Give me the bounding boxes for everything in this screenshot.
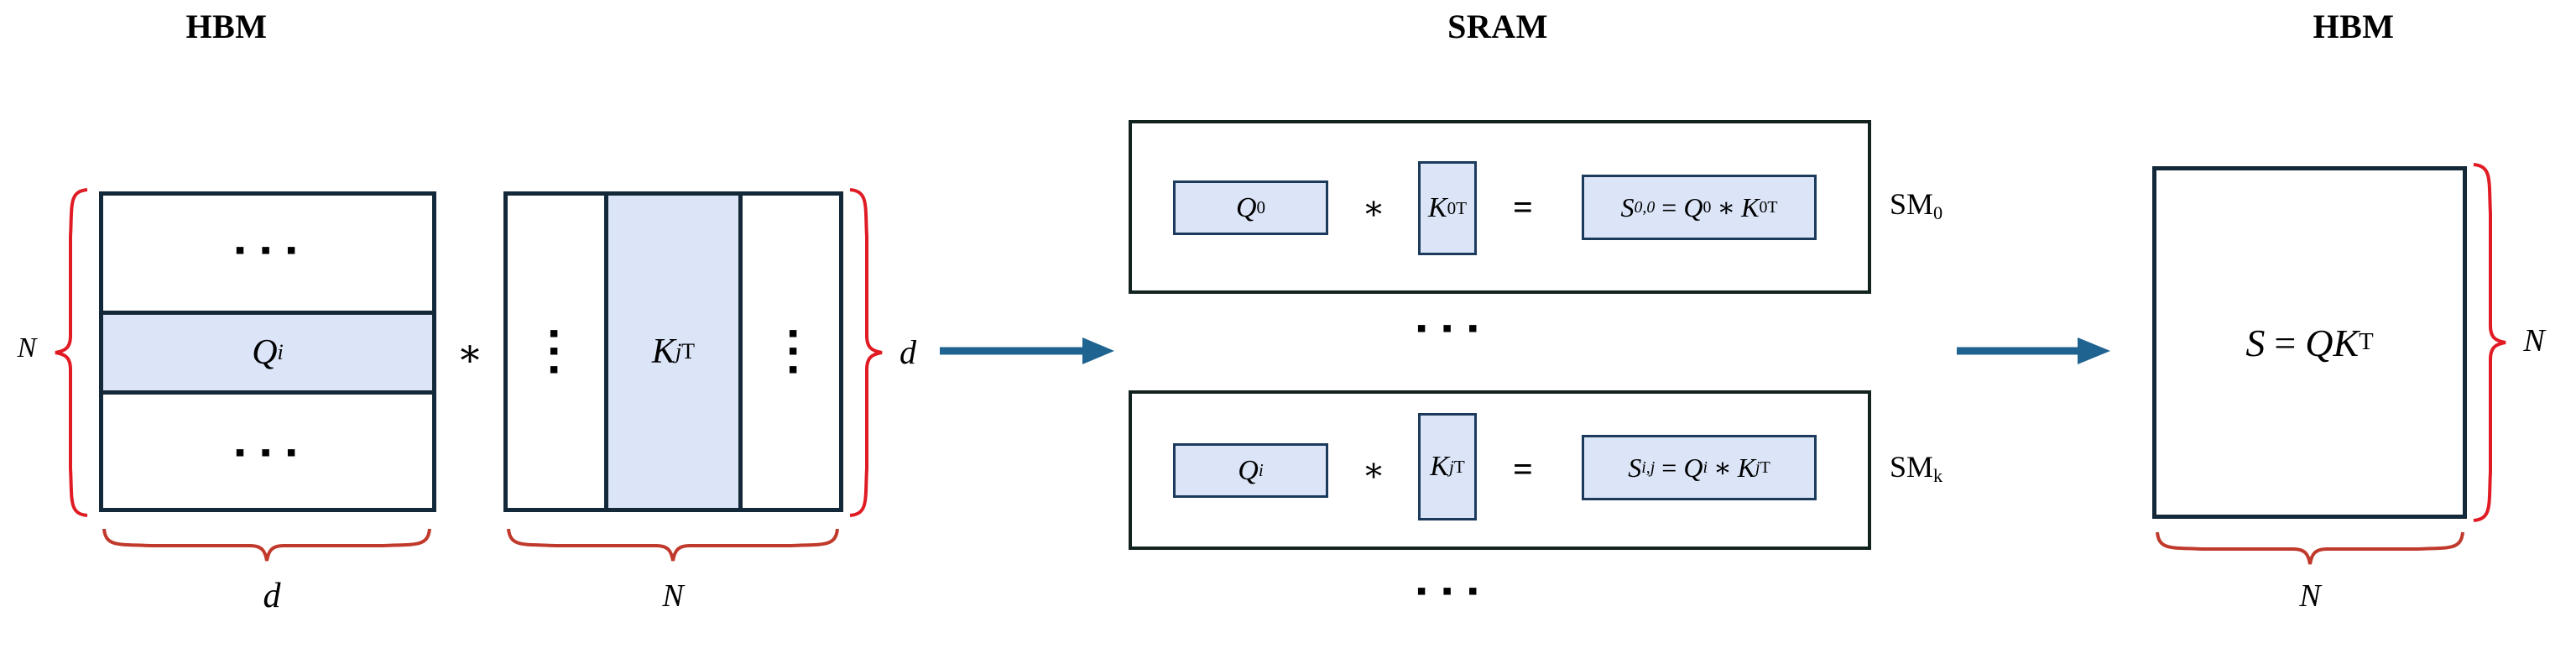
k-subscript: 0: [1447, 197, 1457, 218]
sm0-label: SM0: [1890, 186, 1942, 224]
kt-matrix-dim-N-label: N: [662, 578, 684, 614]
k-label: K: [1430, 451, 1449, 482]
s-label: S: [1620, 191, 1635, 222]
arrow-hbm-to-sram: [938, 332, 1119, 369]
sm-text: SM: [1890, 187, 1934, 221]
q-subscript: 0: [1256, 197, 1266, 217]
equals: =: [1661, 191, 1677, 222]
kt-matrix-dim-d-label: d: [900, 333, 916, 371]
kt-matrix-left-dots: ▪ ▪ ▪: [503, 191, 604, 512]
equals: =: [2274, 321, 2297, 364]
q-subscript: i: [1703, 458, 1708, 477]
q-label: Q: [2305, 321, 2334, 364]
k-label: K: [1737, 452, 1756, 483]
k-subscript: 0: [1759, 197, 1768, 217]
k-label: K: [1427, 192, 1447, 223]
k-label: K: [2333, 321, 2360, 364]
sram-dots-between: ▪ ▪ ▪: [1416, 313, 1483, 344]
s-matrix-dim-N-right-label: N: [2523, 323, 2545, 358]
smk-label: SMk: [1890, 449, 1942, 487]
q-matrix-dim-N-label: N: [17, 332, 37, 363]
vdot: ▪: [787, 353, 799, 385]
k-superscript-T: T: [1453, 456, 1465, 477]
s-matrix-right-brace: [2467, 161, 2517, 526]
vdot: ▪: [787, 336, 799, 368]
sm-subscript: 0: [1933, 201, 1943, 223]
multiply-operator-left: ∗: [456, 332, 483, 374]
k-superscript-T: T: [1767, 197, 1778, 217]
equals: =: [1661, 452, 1677, 483]
k-label: K: [651, 332, 675, 371]
q-matrix-top-dots: ▪ ▪ ▪: [234, 235, 301, 266]
kt-matrix-col-kj: [604, 191, 743, 512]
arrow-sram-to-hbm: [1955, 332, 2115, 369]
q-label: Q: [1683, 452, 1703, 483]
multiply: ∗: [1713, 452, 1732, 483]
q-label: Q: [1238, 454, 1259, 486]
k-superscript-T: T: [2359, 329, 2374, 355]
s-matrix: [2152, 166, 2467, 519]
sm0-equals-operator: =: [1513, 189, 1533, 228]
k-subscript: j: [1448, 456, 1454, 477]
kt-matrix-right-dots: ▪ ▪ ▪: [743, 191, 843, 512]
s-subscript: 0,0: [1634, 197, 1656, 217]
page-title-sram: SRAM: [1447, 8, 1548, 45]
k-superscript-T: T: [1456, 197, 1468, 218]
q-matrix-row-qi: [99, 311, 436, 395]
sram-dots-below: ▪ ▪ ▪: [1416, 576, 1483, 607]
s-matrix-bottom-brace: [2147, 529, 2474, 576]
smk-multiply-operator: ∗: [1362, 451, 1385, 489]
kt-matrix-right-brace: [843, 186, 894, 519]
smk-equals-operator: =: [1513, 451, 1533, 489]
k-superscript-T: T: [681, 339, 696, 363]
multiply: ∗: [1717, 192, 1736, 222]
k-subscript: j: [675, 339, 682, 363]
k-label: K: [1741, 191, 1760, 222]
q-label: Q: [1235, 191, 1257, 223]
sm0-multiply-operator: ∗: [1362, 189, 1385, 227]
sm-text: SM: [1890, 450, 1934, 484]
vdot: ▪: [548, 336, 560, 368]
vdot: ▪: [548, 318, 560, 350]
page-title-hbm-left: HBM: [185, 8, 268, 45]
s-label: S: [1628, 452, 1642, 483]
vdot: ▪: [548, 353, 560, 385]
q-label: Q: [1683, 191, 1703, 222]
q-matrix-left-brace: [44, 186, 94, 519]
q-matrix-dim-d-label: d: [263, 577, 281, 615]
q-matrix-bottom-brace: [94, 526, 441, 573]
k-subscript: j: [1755, 458, 1760, 477]
s-subscript: i,j: [1641, 458, 1656, 477]
page-title-hbm-right: HBM: [2313, 8, 2395, 45]
vdot: ▪: [787, 318, 799, 350]
sm-subscript: k: [1933, 464, 1943, 486]
q-subscript: i: [1258, 460, 1264, 480]
kt-matrix-bottom-brace: [498, 526, 851, 573]
k-superscript-T: T: [1760, 458, 1770, 477]
q-matrix-bottom-dots: ▪ ▪ ▪: [234, 437, 301, 468]
q-label: Q: [252, 333, 278, 372]
q-subscript: 0: [1703, 197, 1712, 217]
s-label: S: [2245, 321, 2266, 364]
s-matrix-dim-N-bottom-label: N: [2299, 578, 2321, 614]
q-subscript: i: [277, 340, 284, 364]
